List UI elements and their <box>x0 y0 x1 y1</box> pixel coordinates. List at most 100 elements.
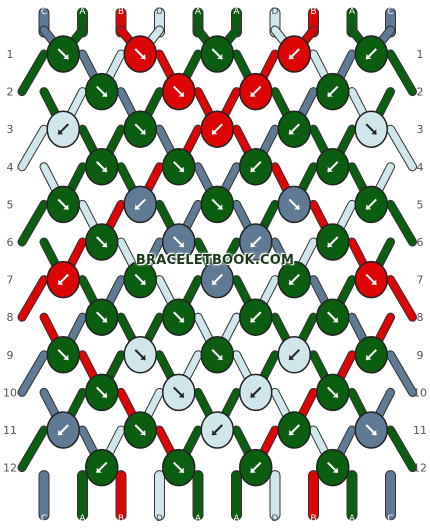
arrowhead-icon <box>250 242 256 247</box>
row-label-right: 6 <box>417 236 424 249</box>
arrowhead-icon <box>250 91 256 97</box>
row-label-right: 5 <box>417 198 424 211</box>
strand-letter-top: C <box>41 7 47 17</box>
row-label-right: 8 <box>417 311 424 324</box>
row-label-left: 10 <box>3 386 17 399</box>
arrowhead-icon <box>289 129 295 135</box>
arrowhead-icon <box>217 204 223 210</box>
thread-r3-edge-9 <box>387 125 416 171</box>
arrowhead-icon <box>289 54 295 59</box>
strand-letter-top: C <box>387 7 393 17</box>
arrowhead-icon <box>178 392 184 398</box>
strand-letter-bottom: B <box>118 514 124 524</box>
arrowhead-icon <box>178 91 184 97</box>
thread-r3-edge-0 <box>18 125 48 171</box>
thread-r1-edge-0 <box>18 50 48 96</box>
arrowhead-icon <box>250 317 256 323</box>
thread-r7-edge-0 <box>18 276 48 321</box>
arrowhead-icon <box>212 279 218 285</box>
row-label-right: 2 <box>417 86 424 99</box>
row-label-right: 7 <box>417 274 424 287</box>
arrowhead-icon <box>101 392 107 398</box>
row-label-left: 2 <box>7 86 14 99</box>
thread-r9-edge-9 <box>387 351 416 396</box>
arrowhead-icon <box>250 392 256 398</box>
arrowhead-icon <box>178 467 184 473</box>
thread-r5-edge-9 <box>387 200 416 246</box>
row-label-left: 3 <box>7 123 14 136</box>
thread-r7-edge-9 <box>387 276 416 321</box>
arrowhead-icon <box>327 91 333 97</box>
arrowhead-icon <box>101 91 107 97</box>
arrowhead-icon <box>212 129 218 135</box>
row-label-right: 4 <box>417 161 424 174</box>
strand-letter-bottom: A <box>349 514 356 524</box>
strand-letter-bottom: C <box>387 514 393 524</box>
row-label-left: 1 <box>7 48 14 61</box>
row-label-right: 3 <box>417 123 424 136</box>
arrowhead-icon <box>212 430 218 435</box>
arrowhead-icon <box>140 129 146 135</box>
arrowhead-icon <box>289 279 295 285</box>
arrowhead-icon <box>217 354 223 360</box>
arrowhead-icon <box>332 467 338 473</box>
arrowhead-icon <box>63 354 69 360</box>
thread-r1-edge-9 <box>387 50 416 96</box>
row-label-left: 12 <box>3 462 17 475</box>
arrowhead-icon <box>217 54 223 59</box>
strand-letter-bottom: B <box>310 514 316 524</box>
strand-letter-top: A <box>79 7 86 17</box>
arrowhead-icon <box>332 317 338 323</box>
arrowhead-icon <box>58 129 64 135</box>
strand-letter-bottom: A <box>195 514 202 524</box>
thread-r5-edge-0 <box>18 200 48 246</box>
arrowhead-icon <box>371 430 377 435</box>
arrowhead-icon <box>135 204 141 210</box>
strand-letter-bottom: D <box>272 514 279 524</box>
arrowhead-icon <box>327 166 333 172</box>
strand-letter-top: B <box>118 7 124 17</box>
arrowhead-icon <box>58 279 64 285</box>
row-label-left: 4 <box>7 161 14 174</box>
strand-letter-top: A <box>233 7 240 17</box>
arrowhead-icon <box>294 204 300 210</box>
row-label-left: 11 <box>3 424 17 437</box>
row-label-right: 9 <box>417 349 424 362</box>
strand-letter-bottom: D <box>156 514 163 524</box>
thread-r11-edge-9 <box>387 426 416 472</box>
thread-r11-edge-0 <box>18 426 48 472</box>
arrowhead-icon <box>178 317 184 323</box>
arrowhead-icon <box>366 204 372 210</box>
arrowhead-icon <box>371 129 377 135</box>
arrowhead-icon <box>371 279 377 285</box>
row-label-left: 8 <box>7 311 14 324</box>
strand-letter-top: D <box>272 7 279 17</box>
row-label-right: 10 <box>413 386 427 399</box>
arrowhead-icon <box>178 166 184 172</box>
row-label-left: 5 <box>7 198 14 211</box>
arrowhead-icon <box>101 317 107 323</box>
arrowhead-icon <box>140 354 146 360</box>
knot-layer <box>46 35 388 487</box>
arrowhead-icon <box>140 430 146 435</box>
arrowhead-icon <box>140 279 146 285</box>
arrowhead-icon <box>96 467 102 473</box>
arrowhead-icon <box>58 430 64 435</box>
strand-letter-top: D <box>156 7 163 17</box>
strand-letter-bottom: C <box>41 514 47 524</box>
arrowhead-icon <box>63 204 69 210</box>
arrowhead-icon <box>63 54 69 59</box>
row-label-left: 7 <box>7 274 14 287</box>
strand-letter-top: B <box>310 7 316 17</box>
row-label-left: 9 <box>7 349 14 362</box>
arrowhead-icon <box>332 392 338 398</box>
arrowhead-icon <box>327 242 333 247</box>
strand-letter-top: A <box>349 7 356 17</box>
row-label-left: 6 <box>7 236 14 249</box>
row-label-right: 11 <box>413 424 427 437</box>
row-label-right: 1 <box>417 48 424 61</box>
strand-letter-bottom: A <box>233 514 240 524</box>
arrowhead-icon <box>366 54 372 59</box>
arrowhead-icon <box>289 430 295 435</box>
